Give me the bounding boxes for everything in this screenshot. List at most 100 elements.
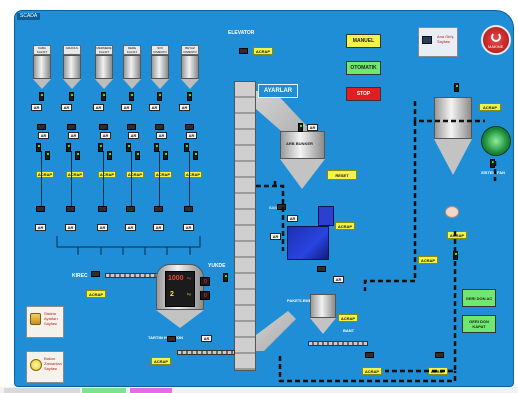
settings-label: Sistem Ayarları Sayfası xyxy=(44,311,58,326)
silo-ar-5[interactable]: AR xyxy=(179,104,190,111)
filter-bag xyxy=(445,206,459,218)
silo-conveyor-motor-3 xyxy=(126,206,135,212)
silo-valve-4 xyxy=(157,92,162,101)
silo-ar-3[interactable]: AR xyxy=(121,104,132,111)
mixer-acrap-button[interactable]: ACRAP xyxy=(335,222,355,230)
silo-ar3-0[interactable]: AR xyxy=(35,224,46,231)
pak-cone xyxy=(310,318,336,334)
silo-valve-5 xyxy=(187,92,192,101)
silo-side-indicator-0 xyxy=(45,151,50,160)
tartim-conveyor xyxy=(177,350,235,355)
filter-acrap[interactable]: ACRAP xyxy=(447,231,467,239)
return-acrap-2[interactable]: ACRAP xyxy=(418,256,438,264)
scale-unit-2: Kg xyxy=(187,292,191,296)
system-settings-button[interactable]: Sistem Ayarları Sayfası xyxy=(26,306,64,338)
scada-panel: SCADA KABA KALSIT AR AR ACRAP AR GRANUL … xyxy=(14,10,514,387)
right-silo-body xyxy=(434,97,472,139)
silo-ar2-5[interactable]: AR xyxy=(186,132,197,139)
pak-acrap[interactable]: ACRAP xyxy=(338,314,358,322)
silo-screw-0 xyxy=(36,143,41,152)
bant-conveyor xyxy=(308,341,368,346)
window-title: SCADA xyxy=(17,13,41,20)
mixer-ar-left[interactable]: AR xyxy=(287,215,298,222)
silo-side-indicator-1 xyxy=(75,151,80,160)
mixer-ar-3[interactable]: AR xyxy=(333,276,344,283)
silo-acrap-2[interactable]: ACRAP xyxy=(98,171,116,178)
silo-screw-1 xyxy=(66,143,71,152)
silo-acrap-5[interactable]: ACRAP xyxy=(184,171,202,178)
silo-screw-3 xyxy=(126,143,131,152)
silo-drop-line-4 xyxy=(159,151,160,206)
kirec-acrap[interactable]: ACRAP xyxy=(86,290,106,298)
silo-ar2-2[interactable]: AR xyxy=(100,132,111,139)
silo-conveyor-motor-0 xyxy=(36,206,45,212)
silo-side-indicator-4 xyxy=(163,151,168,160)
geri-don-ac-button[interactable]: GERI DON AC xyxy=(462,289,496,307)
silo-body-4 xyxy=(151,55,169,79)
silo-conveyor-motor-1 xyxy=(66,206,75,212)
taskbar-item-green[interactable] xyxy=(82,388,126,393)
settings-icon xyxy=(30,313,41,325)
silo-body-0 xyxy=(33,55,51,79)
silo-ar3-2[interactable]: AR xyxy=(97,224,108,231)
arb-ar-button[interactable]: AR xyxy=(307,124,318,131)
silo-drop-line-5 xyxy=(189,151,190,206)
right-silo-acrap[interactable]: ACRAP xyxy=(479,103,501,111)
power-button[interactable]: MAKINE xyxy=(481,25,511,55)
silo-ar3-5[interactable]: AR xyxy=(183,224,194,231)
mixer-ar-2[interactable]: AR xyxy=(270,233,281,240)
silo-ar2-4[interactable]: AR xyxy=(156,132,167,139)
elevator-acrap-button[interactable]: ACRAP xyxy=(253,47,273,55)
silo-screw-2 xyxy=(98,143,103,152)
pak-label: PAKETLEME xyxy=(287,298,312,303)
silo-cone-1 xyxy=(63,79,81,89)
silo-acrap-4[interactable]: ACRAP xyxy=(154,171,172,178)
geri-don-kapat-button[interactable]: GERI DON KAPAT xyxy=(462,315,496,333)
ana-giris-button[interactable]: Ana Giriş Sayfası xyxy=(418,27,458,57)
system-fan-label: SİSTEM FAN xyxy=(481,170,506,175)
kirec-label: KIREC xyxy=(72,273,88,279)
silo-ar3-4[interactable]: AR xyxy=(153,224,164,231)
silo-ar-0[interactable]: AR xyxy=(31,104,42,111)
silo-label-2: MERMERE KALSIT xyxy=(95,45,113,55)
taskbar-item[interactable] xyxy=(4,388,80,393)
tartim-label: TARTIM HELEZON xyxy=(148,335,184,340)
silo-ar-4[interactable]: AR xyxy=(149,104,160,111)
silo-screw-5 xyxy=(184,143,189,152)
power-icon xyxy=(491,32,501,42)
computer-icon xyxy=(422,36,432,44)
otomatik-button[interactable]: OTOMATIK xyxy=(346,61,381,75)
silo-drop-line-1 xyxy=(71,151,72,206)
system-fan-icon xyxy=(481,126,511,156)
arb-bunker-cone xyxy=(280,159,325,189)
elevator-column xyxy=(234,81,256,371)
mixer-motor-tag: BABA xyxy=(269,205,280,210)
silo-acrap-1[interactable]: ACRAP xyxy=(66,171,84,178)
silo-acrap-0[interactable]: ACRAP xyxy=(36,171,54,178)
bant-acrap[interactable]: ACRAP xyxy=(362,367,382,375)
scale-display: 1000 Kg 2 Kg xyxy=(165,271,195,307)
manuel-button[interactable]: MANUEL xyxy=(346,34,381,48)
silo-conveyor-motor-2 xyxy=(98,206,107,212)
silo-ar3-3[interactable]: AR xyxy=(125,224,136,231)
silo-ar2-1[interactable]: AR xyxy=(68,132,79,139)
silo-body-2 xyxy=(95,55,113,79)
silo-ar-2[interactable]: AR xyxy=(93,104,104,111)
ayarlar-button[interactable]: AYARLAR xyxy=(258,84,298,98)
silo-ar2-3[interactable]: AR xyxy=(128,132,139,139)
taskbar-item-pink[interactable] xyxy=(130,388,172,393)
maintenance-button[interactable]: Bakım Zamanları Sayfası xyxy=(26,351,64,383)
bant-motor xyxy=(365,352,374,358)
silo-acrap-3[interactable]: ACRAP xyxy=(126,171,144,178)
stop-button[interactable]: STOP xyxy=(346,87,381,101)
ana-giris-label: Ana Giriş Sayfası xyxy=(437,34,454,44)
silo-ar3-1[interactable]: AR xyxy=(65,224,76,231)
silo-ar2-0[interactable]: AR xyxy=(38,132,49,139)
silo-screw-4 xyxy=(154,143,159,152)
reset-button[interactable]: RESET xyxy=(327,170,357,180)
arb-level-indicator xyxy=(298,123,303,132)
silo-ar-1[interactable]: AR xyxy=(61,104,72,111)
tartim-ar[interactable]: AR xyxy=(201,335,212,342)
tartim-acrap[interactable]: ACRAP xyxy=(151,357,171,365)
silo-feeder-motor-1 xyxy=(67,124,76,130)
